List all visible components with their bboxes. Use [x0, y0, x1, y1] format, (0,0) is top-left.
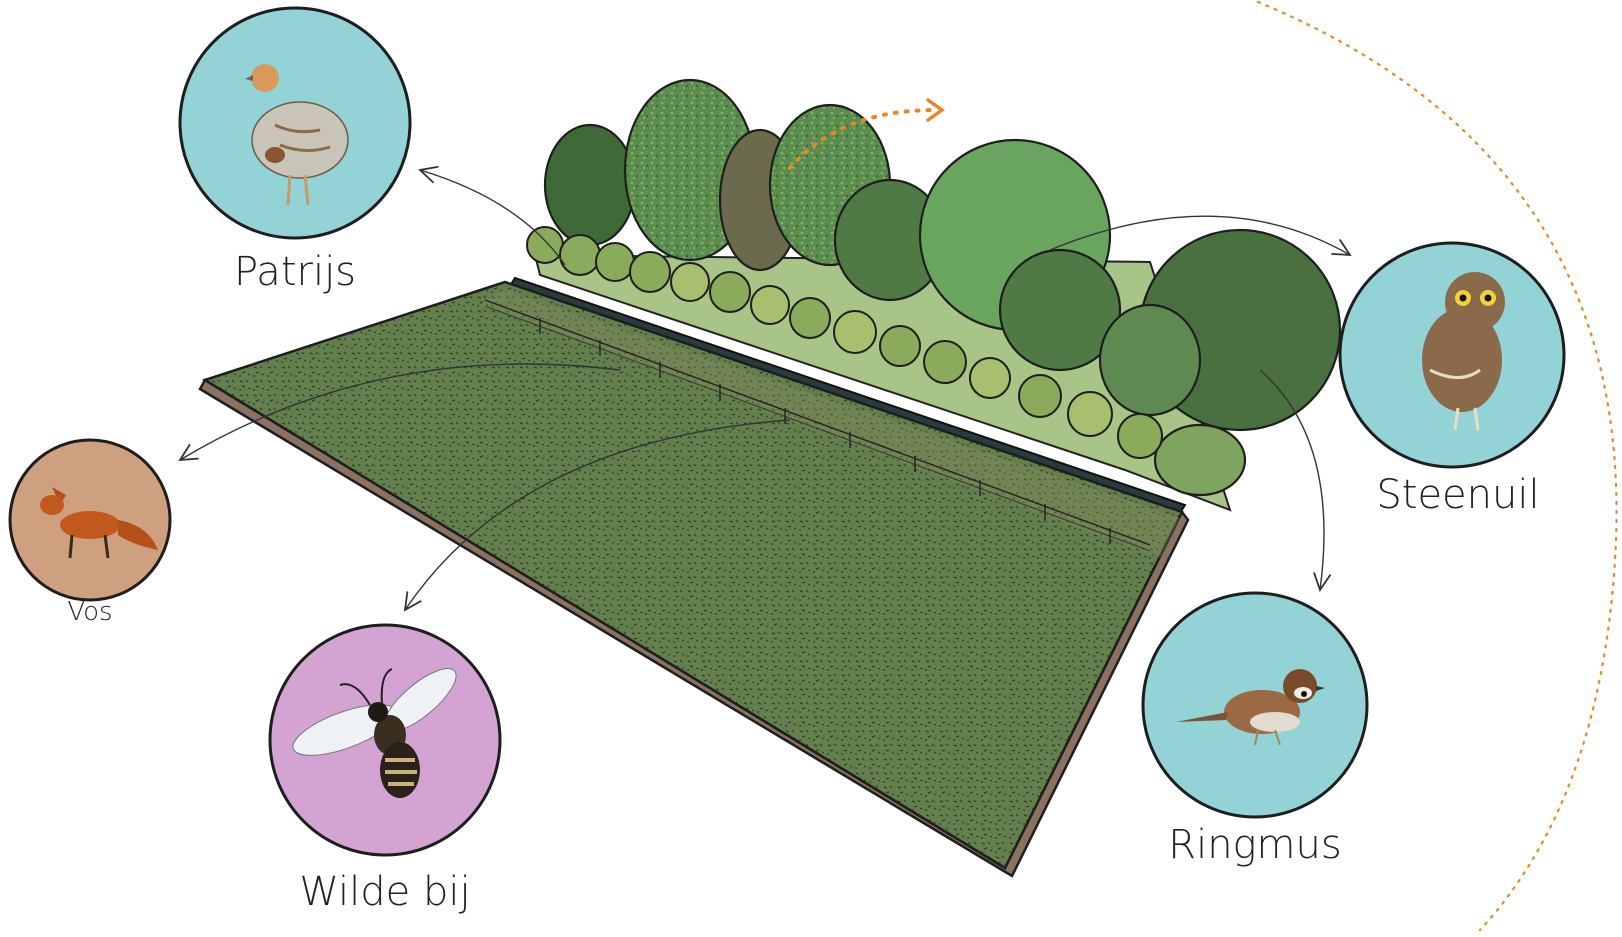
animal-wilde-bij: Wilde bij: [270, 625, 500, 915]
wilde-bij-label: Wilde bij: [299, 869, 470, 915]
animal-patrijs: Patrijs: [180, 8, 410, 295]
patrijs-label: Patrijs: [234, 249, 356, 295]
animal-steenuil: Steenuil: [1340, 243, 1564, 518]
vos-label: Vos: [67, 597, 112, 627]
ringmus-label: Ringmus: [1168, 822, 1341, 868]
animal-ringmus: Ringmus: [1143, 593, 1367, 868]
steenuil-label: Steenuil: [1376, 472, 1539, 518]
animal-vos: Vos: [10, 440, 170, 627]
